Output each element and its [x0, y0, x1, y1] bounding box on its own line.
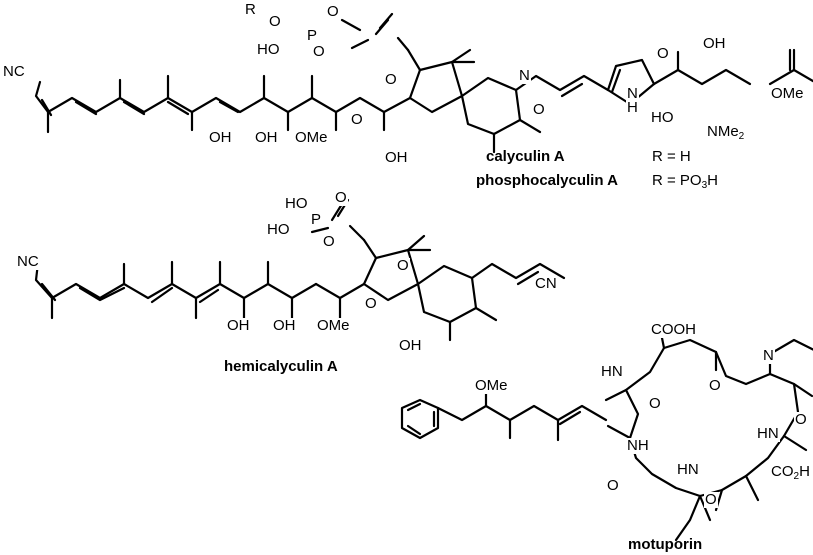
cal-oh2-label: OH	[254, 129, 279, 146]
phosphocalyculin-r-definition: R = PO3H	[652, 172, 719, 191]
mot-o2-label: O	[794, 411, 808, 428]
cal-o-ester-label: O	[268, 13, 282, 30]
hemi-ho1-label: HO	[284, 195, 309, 212]
hemi-o-furan-label: O	[364, 295, 378, 312]
mot-o5-label: O	[704, 491, 718, 508]
cal-o-furan-label: O	[350, 111, 364, 128]
cal-oh1-label: OH	[208, 129, 233, 146]
mot-nh2-label: NH	[626, 437, 650, 454]
hemi-o-top-label: O	[334, 189, 348, 206]
cal-ome-label: OMe	[294, 129, 329, 146]
hemicalyculin-caption: hemicalyculin A	[224, 358, 338, 375]
mot-hn1-label: HN	[600, 363, 624, 380]
cal-nme2-label: NMe2	[706, 123, 746, 142]
hemi-cn-label: CN	[534, 275, 558, 292]
calyculin-caption: calyculin A	[486, 148, 565, 165]
cal-ome2-label: OMe	[770, 85, 805, 102]
cal-ho-label: HO	[256, 41, 281, 58]
hemi-ome-label: OMe	[316, 317, 351, 334]
cal-o-link-label: O	[312, 43, 326, 60]
mot-o3-label: O	[648, 395, 662, 412]
cal-oh4-label: OH	[702, 35, 727, 52]
cal-h-amide-label: H	[626, 99, 639, 116]
hemi-oh2-label: OH	[272, 317, 297, 334]
hemi-o-ring-label: O	[396, 257, 410, 274]
mot-o4-label: O	[606, 477, 620, 494]
cal-oh3-label: OH	[384, 149, 409, 166]
cal-n-amide-label: N	[626, 85, 639, 102]
cal-o-top-label: O	[326, 3, 340, 20]
motuporin-caption: motuporin	[628, 536, 703, 553]
cal-n-oxazole-label: N	[518, 67, 531, 84]
calyculin-skeleton	[34, 12, 813, 154]
hemi-oh3-label: OH	[398, 337, 423, 354]
mot-o1-label: O	[708, 377, 722, 394]
hemi-nc-label: NC	[16, 253, 40, 270]
hemi-oh1-label: OH	[226, 317, 251, 334]
hemi-p-label: P	[310, 211, 323, 228]
hemi-ho2-label: HO	[266, 221, 291, 238]
cal-ho2-label: HO	[650, 109, 675, 126]
mot-hn4-label: HN	[676, 461, 700, 478]
cal-o-ring-label: O	[384, 71, 398, 88]
cal-nc-label: NC	[2, 63, 26, 80]
cal-o-amide-label: O	[656, 45, 670, 62]
mot-co2h-label: CO2H	[770, 463, 811, 482]
phosphocalyculin-caption: phosphocalyculin A	[476, 172, 618, 189]
hemi-o-link-label: O	[322, 233, 336, 250]
calyculin-r-definition: R = H	[652, 148, 691, 165]
cal-r-label: R	[244, 1, 257, 18]
hemicalyculin-skeleton	[34, 198, 566, 342]
mot-ome-label: OMe	[474, 377, 509, 394]
motuporin-skeleton	[400, 326, 813, 542]
cal-o-oxazole-label: O	[532, 101, 546, 118]
mot-cooh-label: COOH	[650, 321, 697, 338]
mot-n-me-label: N	[762, 347, 775, 364]
mot-hn3-label: HN	[756, 425, 780, 442]
cal-p-label: P	[306, 27, 319, 44]
